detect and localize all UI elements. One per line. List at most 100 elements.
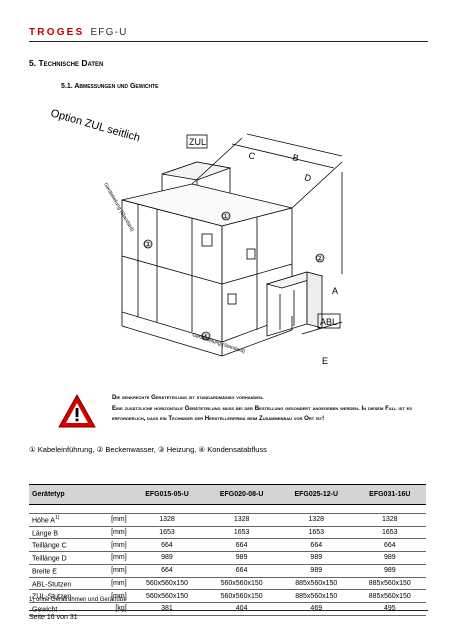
row-value: 885x560x150 (353, 577, 426, 591)
marker-4: ④ (202, 332, 209, 341)
marker-1: ① (222, 212, 229, 221)
row-value: 664 (204, 538, 279, 553)
row-value: 989 (278, 564, 354, 578)
row-value: 664 (129, 564, 205, 578)
row-label: Teillänge C (29, 538, 98, 553)
row-value: 1653 (129, 526, 205, 540)
row-value: 664 (278, 538, 354, 553)
product-name: EFG-U (90, 27, 128, 38)
row-label: ZUL-Stutzen (29, 589, 98, 604)
warning-line-1: Die senkrechte Geräteteilung ist standar… (112, 394, 264, 401)
row-footnote-ref: 1) (54, 515, 60, 521)
page-number: Seite 16 von 31 (29, 614, 78, 621)
row-value: 560x560x150 (204, 589, 279, 604)
row-label-text: Länge B (32, 530, 59, 538)
dimensions-table: Gerätetyp EFG015-05-U EFG020-08-U EFG025… (29, 484, 426, 616)
row-unit: [mm] (97, 538, 130, 553)
row-label-text: Gewicht (32, 606, 58, 614)
row-label: Gewicht (29, 602, 98, 616)
row-value: 495 (353, 602, 426, 616)
row-label-text: ZUL-Stutzen (32, 593, 72, 601)
row-label: ABL-Stutzen (29, 577, 98, 591)
row-unit: [mm] (97, 577, 130, 591)
row-value: 560x560x150 (129, 589, 205, 604)
drawing-legend: ① Kabeleinführung, ② Beckenwasser, ③ Hei… (29, 445, 267, 454)
table-footnote: 1) ohne Gerätrahmen und Gerätfüße (29, 597, 127, 603)
dim-c-label: C (248, 150, 257, 161)
row-value: 1653 (278, 526, 354, 540)
abl-label: ABL (320, 317, 337, 327)
row-value: 989 (204, 551, 279, 565)
row-value: 1328 (353, 513, 426, 527)
row-value: 664 (129, 538, 205, 553)
header-model: EFG025-12-U (278, 484, 354, 505)
row-value: 1653 (204, 526, 279, 540)
row-value: 664 (204, 564, 279, 578)
dim-a-label: A (332, 286, 338, 296)
row-value: 381 (129, 602, 205, 616)
row-value: 989 (353, 564, 426, 578)
row-label-text: ABL-Stutzen (32, 581, 72, 588)
row-value: 989 (278, 551, 354, 565)
row-unit: [kg] (97, 602, 130, 616)
row-unit: [mm] (97, 564, 130, 578)
row-value: 885x560x150 (353, 589, 426, 604)
row-value: 1328 (129, 513, 205, 527)
row-value: 1328 (278, 513, 354, 527)
row-label: Breite E (29, 564, 98, 578)
row-label-text: Breite E (32, 568, 57, 576)
brand-name: TROGES (29, 27, 85, 38)
row-unit: [mm] (97, 513, 130, 527)
row-label-text: Höhe A (32, 517, 55, 525)
header-model: EFG015-05-U (129, 484, 205, 505)
marker-3: ③ (144, 240, 151, 249)
row-value: 404 (204, 602, 279, 616)
row-label: Höhe A1) (29, 513, 98, 527)
row-label-text: Teillänge C (32, 542, 67, 550)
row-unit: [mm] (97, 551, 130, 565)
subsection-title: 5.1. Abmessungen und Gewichte (61, 83, 159, 90)
row-value: 560x560x150 (204, 577, 279, 591)
warning-text: Die senkrechte Geräteteilung ist standar… (112, 393, 412, 425)
row-value: 989 (129, 551, 205, 565)
warning-icon (58, 393, 96, 428)
dim-e-label: E (322, 356, 328, 366)
dim-d-label: D (304, 172, 313, 183)
header-device-type: Gerätetyp (29, 484, 130, 505)
section-title: 5. Technische Daten (29, 58, 104, 68)
row-value: 989 (353, 551, 426, 565)
row-value: 664 (353, 538, 426, 553)
row-label: Länge B (29, 526, 98, 540)
row-value: 885x560x150 (278, 577, 354, 591)
footer-rule (29, 610, 428, 611)
header-model: EFG031-16U (353, 484, 426, 505)
row-value: 469 (278, 602, 354, 616)
row-value: 1328 (204, 513, 279, 527)
table-header-row: Gerätetyp EFG015-05-U EFG020-08-U EFG025… (29, 484, 426, 505)
row-unit: [mm] (97, 589, 130, 604)
dim-b-label: B (292, 152, 300, 163)
warning-line-2: Eine zusätzliche horizontale Geräteteilu… (112, 404, 412, 423)
header-rule (29, 41, 428, 42)
row-value: 560x560x150 (129, 577, 205, 591)
zul-label: ZUL (189, 137, 206, 147)
row-label-text: Teillänge D (32, 555, 67, 563)
header-model: EFG020-08-U (204, 484, 279, 505)
row-label: Teillänge D (29, 551, 98, 565)
row-value: 1653 (353, 526, 426, 540)
table-spacer-row (29, 504, 426, 514)
marker-2: ② (316, 254, 323, 263)
brand-header: TROGES EFG-U (29, 27, 128, 38)
option-zul-label: Option ZUL seitlich (49, 107, 141, 144)
unit-technical-drawing: Option ZUL seitlich ZUL (49, 107, 343, 366)
row-value: 885x560x150 (278, 589, 354, 604)
